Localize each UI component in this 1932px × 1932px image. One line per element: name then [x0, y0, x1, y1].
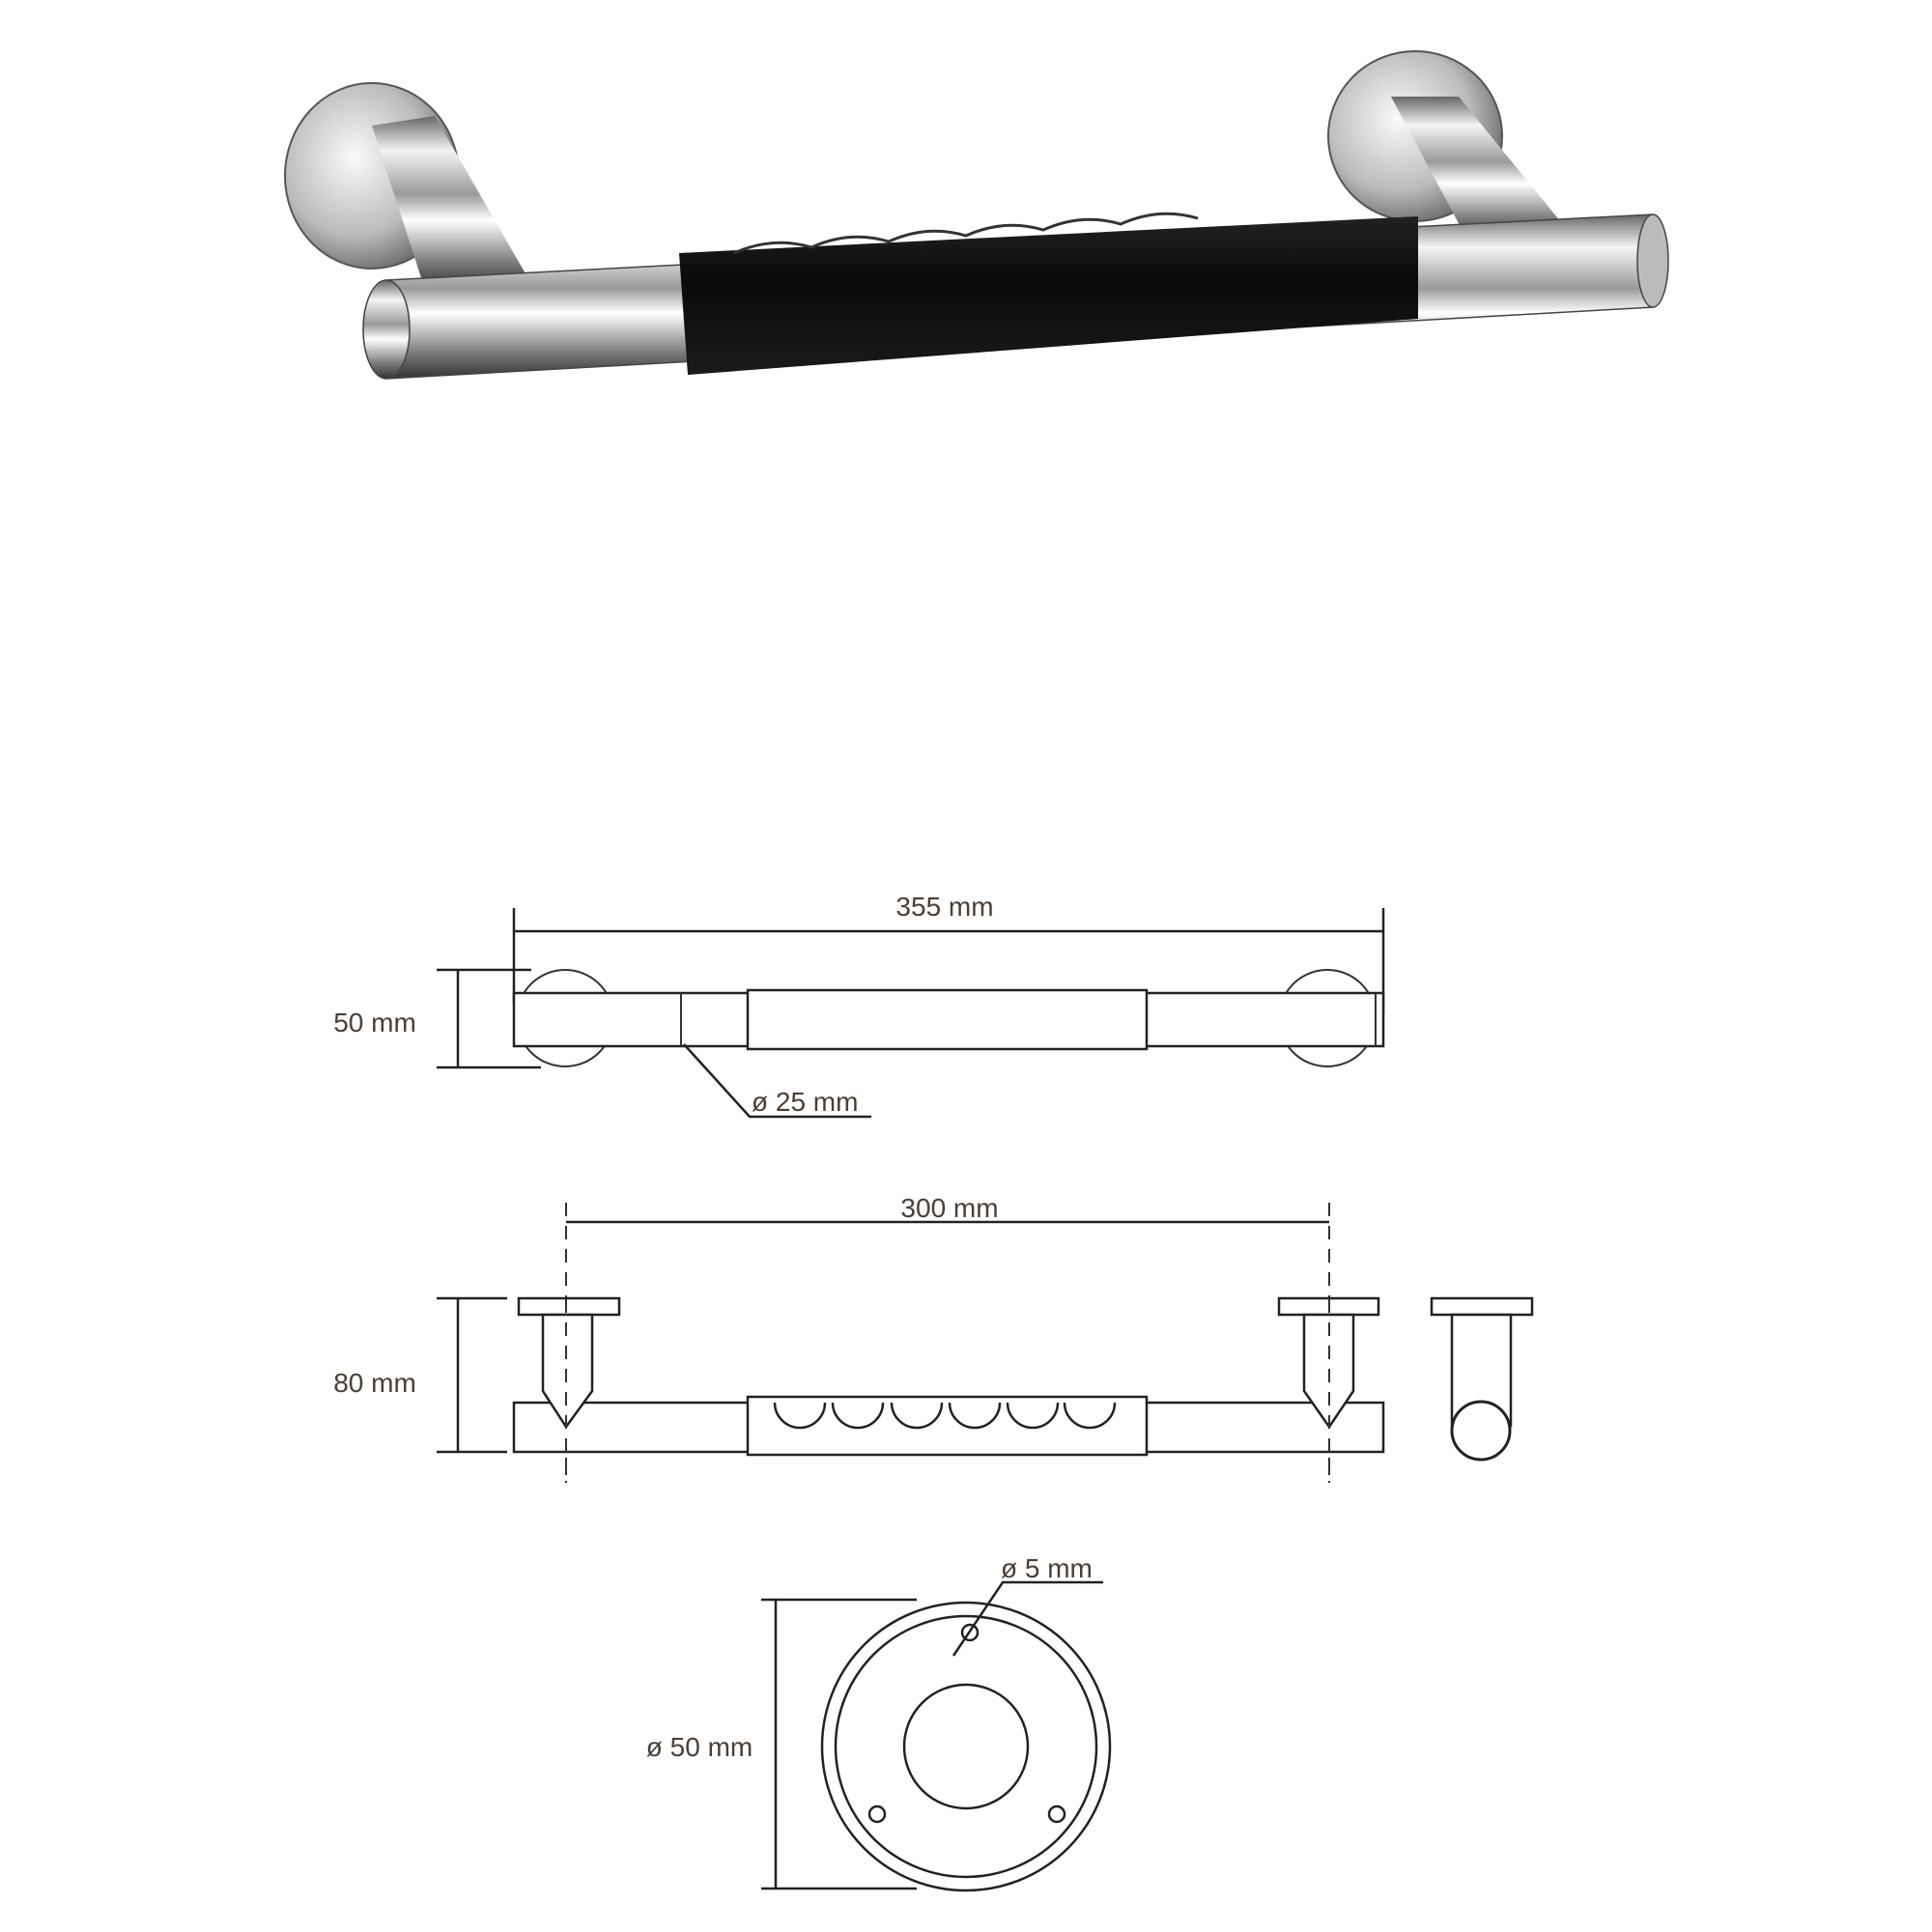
rosette-diameter-label: ø 50 mm [646, 1732, 753, 1762]
right-post [1391, 97, 1565, 242]
projection-label: 80 mm [333, 1368, 416, 1398]
center-distance-label: 300 mm [900, 1193, 998, 1223]
side-view-bar [1450, 1400, 1512, 1462]
grip-outline [746, 988, 1149, 1051]
screw-hole-diameter-label: ø 5 mm [1001, 1553, 1093, 1583]
bar-diameter-label: ø 25 mm [752, 1087, 858, 1117]
screw-hole [867, 1804, 887, 1824]
product-photo [284, 50, 1669, 380]
grip-ridges [733, 212, 1199, 255]
left-post [372, 116, 526, 290]
rosette-plate-drawing: ø 50 mm ø 5 mm [646, 1553, 1112, 1892]
front-view-drawing: 300 mm 80 mm [333, 1193, 1534, 1483]
screw-hole [960, 1623, 980, 1642]
screw-hole [1047, 1804, 1066, 1824]
left-end-cap [362, 279, 411, 380]
grip-scallops [773, 1402, 1117, 1430]
right-end-cap [1636, 213, 1669, 308]
overall-length-label: 355 mm [895, 892, 993, 922]
top-view-drawing: 355 mm 50 mm ø 25 mm [333, 892, 1385, 1119]
rosette-height-label: 50 mm [333, 1008, 416, 1037]
black-grip [679, 216, 1418, 375]
center-hole [902, 1683, 1030, 1810]
